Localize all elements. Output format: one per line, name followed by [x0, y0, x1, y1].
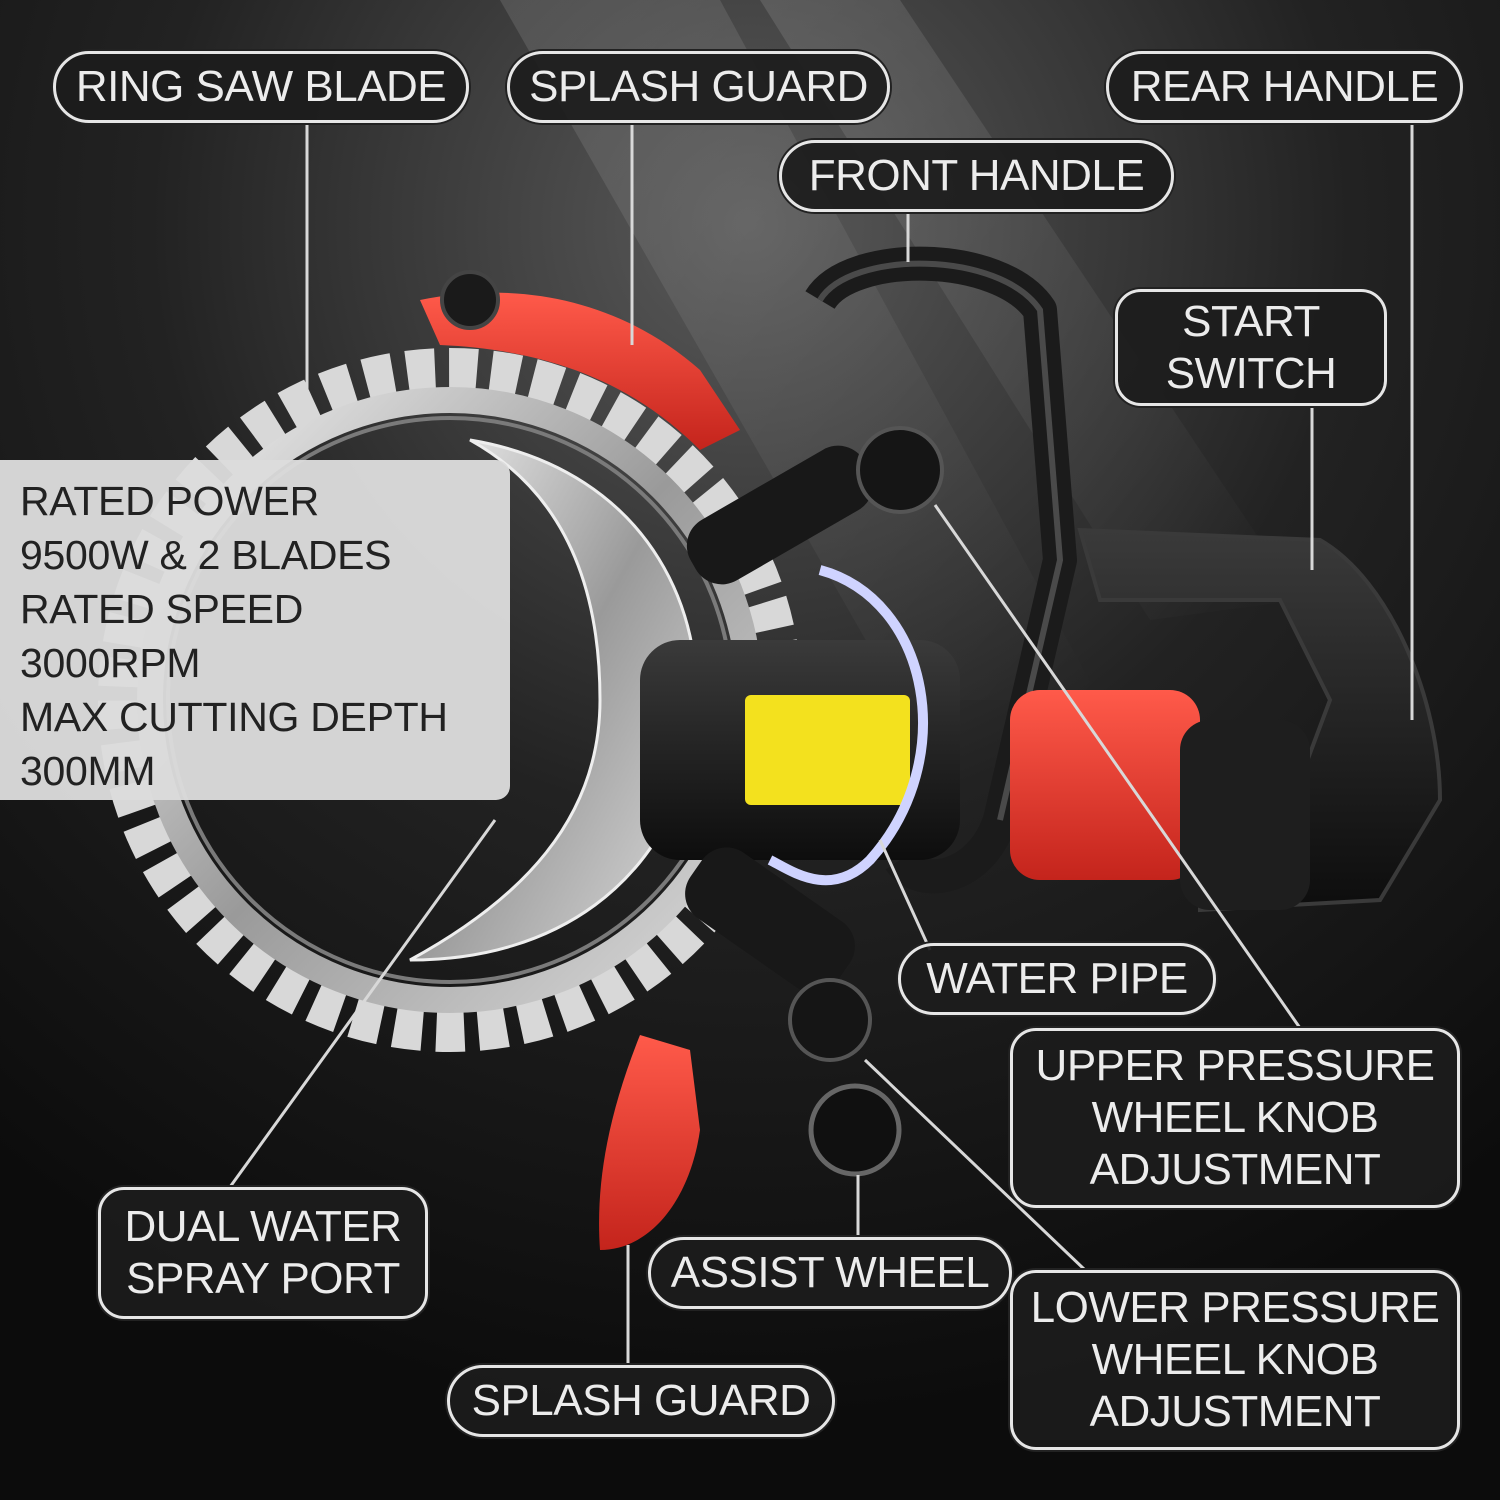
crescent-plate — [409, 438, 699, 962]
label-start-switch: START SWITCH — [1115, 289, 1387, 406]
label-front-handle: FRONT HANDLE — [779, 140, 1174, 212]
upper-knob — [856, 426, 944, 514]
label-lower-pressure: LOWER PRESSURE WHEEL KNOB ADJUSTMENT — [1010, 1270, 1460, 1450]
label-text: START — [1182, 296, 1320, 346]
spec-line: 9500W & 2 BLADES — [20, 532, 392, 578]
label-ring-saw-blade: RING SAW BLADE — [53, 51, 469, 123]
motor-tail — [1180, 720, 1310, 910]
label-text: SPLASH GUARD — [471, 1376, 811, 1426]
label-text: SPLASH GUARD — [529, 62, 868, 112]
label-water-pipe: WATER PIPE — [898, 943, 1216, 1015]
label-text: FRONT HANDLE — [808, 151, 1145, 201]
label-text: DUAL WATER — [124, 1202, 402, 1252]
spec-line: RATED POWER — [20, 478, 319, 524]
leader-lines — [228, 121, 1414, 1365]
label-text: WATER PIPE — [926, 954, 1188, 1004]
label-rear-handle: REAR HANDLE — [1106, 51, 1463, 123]
assist-wheel — [808, 1083, 902, 1177]
label-text: WHEEL KNOB — [1091, 1093, 1379, 1143]
spec-line: MAX CUTTING DEPTH — [20, 694, 448, 740]
label-splash-guard-bottom: SPLASH GUARD — [447, 1365, 835, 1437]
label-text: ADJUSTMENT — [1089, 1386, 1381, 1436]
label-dual-water-spray: DUAL WATER SPRAY PORT — [98, 1187, 428, 1319]
top-splash-guard — [420, 292, 740, 450]
label-splash-guard-top: SPLASH GUARD — [507, 51, 890, 123]
lower-knob — [788, 978, 872, 1062]
label-assist-wheel: ASSIST WHEEL — [648, 1237, 1012, 1309]
warning-label — [745, 695, 910, 805]
spec-line: 3000RPM — [20, 640, 201, 686]
spec-line: 300MM — [20, 748, 156, 794]
label-text: UPPER PRESSURE — [1035, 1041, 1435, 1091]
water-pipe-hose — [767, 565, 928, 886]
label-text: WHEEL KNOB — [1091, 1335, 1379, 1385]
label-text: SWITCH — [1165, 348, 1337, 398]
label-text: ASSIST WHEEL — [670, 1248, 990, 1298]
label-text: LOWER PRESSURE — [1030, 1283, 1440, 1333]
motor-red — [1010, 690, 1200, 880]
spec-line: RATED SPEED — [20, 586, 303, 632]
specs-panel: RATED POWER 9500W & 2 BLADES RATED SPEED… — [0, 460, 510, 800]
label-text: REAR HANDLE — [1130, 62, 1439, 112]
label-text: RING SAW BLADE — [75, 62, 447, 112]
label-text: ADJUSTMENT — [1089, 1144, 1381, 1194]
label-upper-pressure: UPPER PRESSURE WHEEL KNOB ADJUSTMENT — [1010, 1028, 1460, 1208]
bottom-splash-guard — [599, 1035, 700, 1250]
label-text: SPRAY PORT — [126, 1254, 400, 1303]
